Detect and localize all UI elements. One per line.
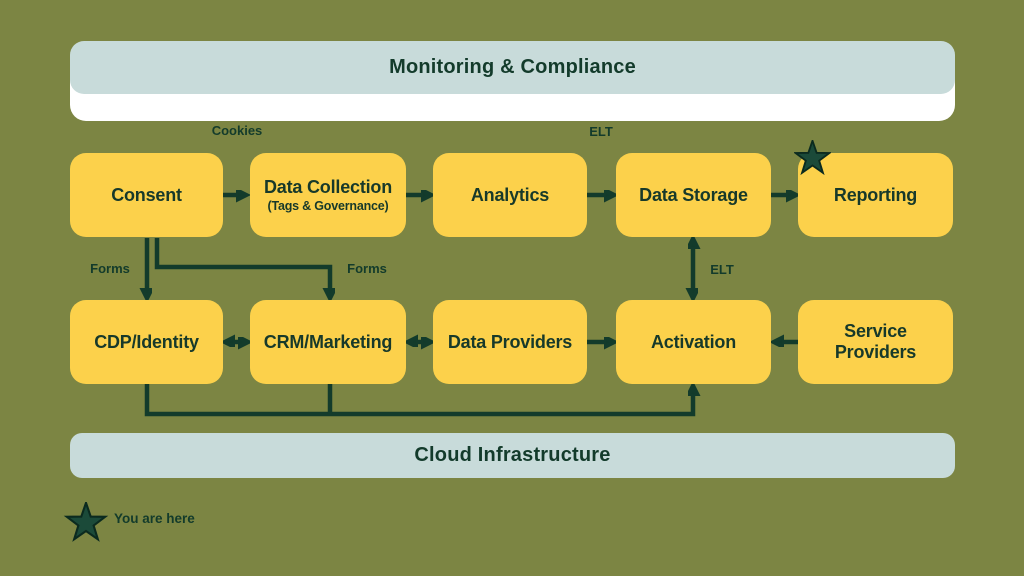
node-consent-label: Consent bbox=[111, 184, 182, 205]
node-data-collection: Data Collection (Tags & Governance) bbox=[250, 153, 406, 237]
node-cdp-identity-label: CDP/Identity bbox=[94, 331, 199, 352]
edge-label-forms-left: Forms bbox=[90, 261, 130, 276]
monitoring-compliance-bar: Monitoring & Compliance bbox=[70, 41, 955, 94]
node-data-storage: Data Storage bbox=[616, 153, 771, 237]
legend-star-icon bbox=[63, 502, 109, 542]
edge-label-forms-right: Forms bbox=[347, 261, 387, 276]
node-data-providers: Data Providers bbox=[433, 300, 587, 384]
node-data-collection-label: Data Collection bbox=[263, 176, 393, 197]
node-data-storage-label: Data Storage bbox=[639, 184, 748, 205]
node-crm-marketing-label: CRM/Marketing bbox=[263, 331, 393, 352]
edge-label-elt-top: ELT bbox=[589, 124, 613, 139]
edge-consent-crm bbox=[154, 238, 330, 296]
you-are-here-star-icon bbox=[794, 140, 831, 176]
cloud-infrastructure-label: Cloud Infrastructure bbox=[414, 444, 611, 466]
edge-label-elt-mid: ELT bbox=[710, 262, 734, 277]
node-service-providers-label: Service Providers bbox=[834, 321, 917, 362]
node-data-providers-label: Data Providers bbox=[447, 331, 573, 352]
node-reporting-label: Reporting bbox=[833, 184, 918, 205]
node-consent: Consent bbox=[70, 153, 223, 237]
node-activation-label: Activation bbox=[650, 331, 736, 352]
node-activation: Activation bbox=[616, 300, 771, 384]
edge-label-cookies: Cookies bbox=[211, 123, 263, 138]
legend-label: You are here bbox=[114, 511, 195, 526]
node-service-providers: Service Providers bbox=[798, 300, 953, 384]
cloud-infrastructure-bar: Cloud Infrastructure bbox=[70, 433, 955, 478]
monitoring-compliance-label: Monitoring & Compliance bbox=[389, 56, 636, 78]
node-cdp-identity: CDP/Identity bbox=[70, 300, 223, 384]
node-analytics: Analytics bbox=[433, 153, 587, 237]
node-crm-marketing: CRM/Marketing bbox=[250, 300, 406, 384]
node-analytics-label: Analytics bbox=[470, 184, 550, 205]
node-data-collection-sublabel: (Tags & Governance) bbox=[267, 199, 389, 214]
node-reporting: Reporting bbox=[798, 153, 953, 237]
edge-cdp-activation-bottom bbox=[144, 384, 693, 417]
